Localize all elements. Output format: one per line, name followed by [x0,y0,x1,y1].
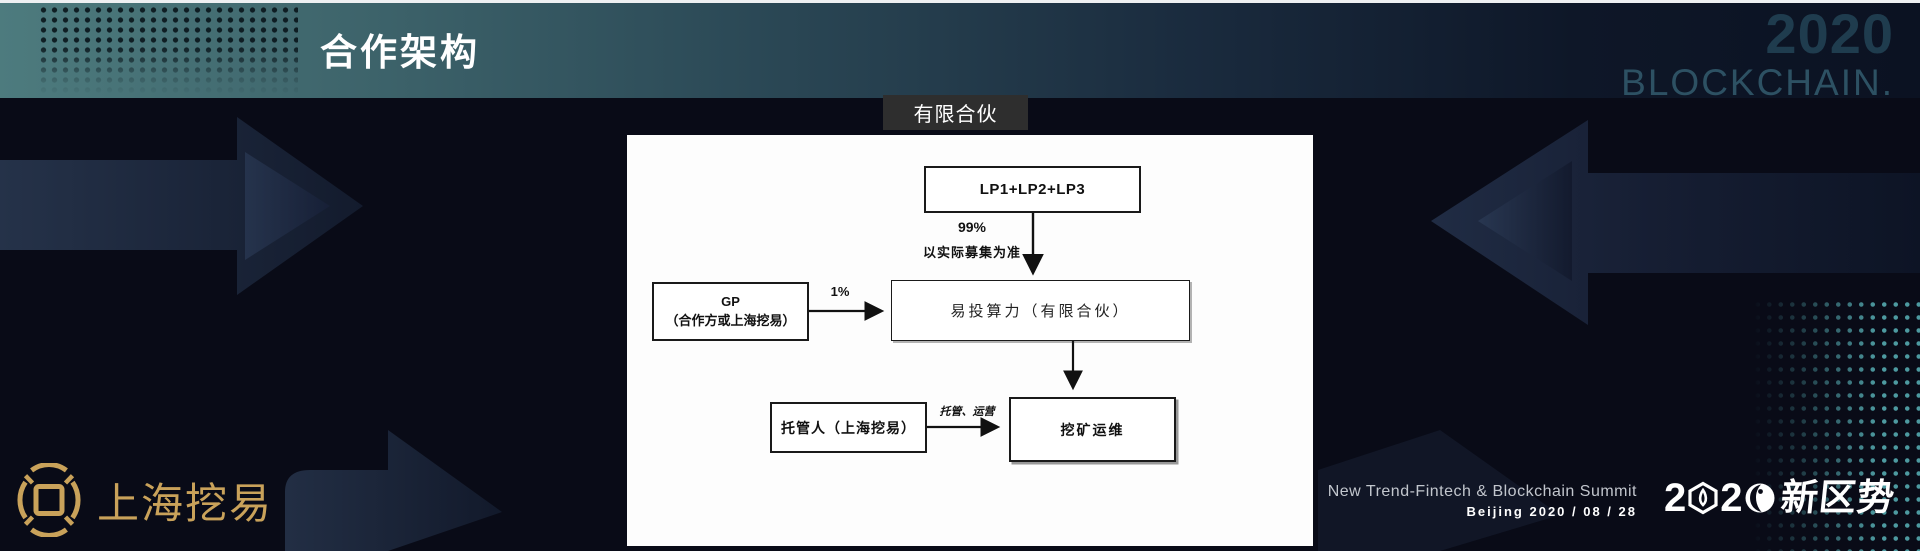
node-mining: 挖矿运维 [1009,397,1176,462]
summit-block: New Trend-Fintech & Blockchain Summit Be… [1328,483,1637,519]
brand-name: BLOCKCHAIN. [1621,62,1894,103]
event-logo-digit: 2 [1720,476,1743,520]
node-fund: 易投算力（有限合伙） [891,280,1190,341]
header-banner: 合作架构 2020 BLOCKCHAIN. [0,0,1920,103]
header-dot-pattern [38,5,298,95]
arrow-left-bottom [285,430,502,551]
edge-label-99pct-note: 以实际募集为准 [922,246,1021,261]
company-logo: 上海挖易 [13,463,273,537]
circle-zero-icon [1745,483,1774,513]
summit-date: Beijing 2020 / 08 / 28 [1466,504,1637,519]
coin-icon [17,463,81,537]
node-lp: LP1+LP2+LP3 [924,166,1141,213]
arrow-right-inner [1478,161,1572,281]
panel-tab-label: 有限合伙 [883,95,1028,130]
diagram-connector-arrows [805,209,1083,437]
node-custodian: 托管人（上海挖易） [770,402,927,453]
teal-dot-pattern [1752,298,1920,551]
company-name: 上海挖易 [97,479,274,527]
edge-label-1pct: 1% [830,284,850,299]
summit-title: New Trend-Fintech & Blockchain Summit [1327,483,1637,500]
event-logo-suffix: 新区势 [1778,477,1897,518]
edge-label-99pct: 99% [957,219,987,235]
diagram-panel: LP1+LP2+LP3 GP （合作方或上海挖易） 易投算力（有限合伙） 托管人… [627,135,1313,546]
event-logo-digit: 2 [1664,476,1687,520]
top-highlight-line [0,0,1920,3]
event-logo: 2 2 新区势 [1664,476,1897,520]
node-gp-title: GP [721,294,740,309]
brand-year: 2020 [1765,2,1894,65]
arrow-bottom-right-faint [1318,430,1560,551]
node-gp: GP （合作方或上海挖易） [652,282,809,341]
arrow-left-top [0,117,363,295]
node-gp-subtitle: （合作方或上海挖易） [665,313,796,329]
page-title: 合作架构 [320,32,480,73]
hexagon-zero-icon [1688,481,1718,515]
arrow-right [1431,120,1920,325]
edge-label-custody: 托管、运营 [939,405,995,418]
brand-block: 2020 BLOCKCHAIN. [1621,2,1894,103]
arrow-left-top-inner [245,152,330,260]
